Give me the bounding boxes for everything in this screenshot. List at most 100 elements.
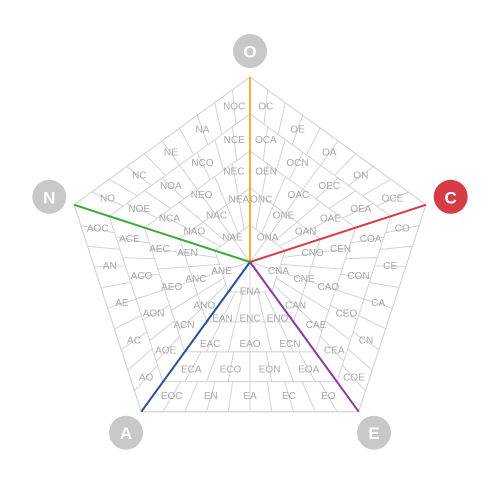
cell-label: OAN bbox=[295, 227, 317, 238]
vertex-label: A bbox=[120, 424, 132, 443]
cell-label: NOC bbox=[223, 102, 245, 113]
vertex-e-button[interactable]: E bbox=[357, 415, 391, 450]
grid-cell bbox=[341, 347, 373, 392]
cell-label: COE bbox=[343, 373, 365, 384]
cell-label: AON bbox=[143, 308, 165, 319]
vertex-circle bbox=[357, 415, 391, 450]
cell-label: OEN bbox=[255, 167, 277, 178]
cell-label: AO bbox=[139, 373, 154, 384]
cell-label: COA bbox=[360, 234, 382, 245]
cell-label: ANO bbox=[194, 300, 216, 311]
cell-label: AN bbox=[103, 261, 117, 272]
cell-label: ECA bbox=[181, 364, 202, 375]
cell-label: AOE bbox=[155, 346, 176, 357]
cell-label: ON bbox=[353, 171, 368, 182]
cell-label: CAE bbox=[306, 320, 327, 331]
cell-label: EA bbox=[243, 391, 257, 402]
cell-label: OCA bbox=[255, 135, 277, 146]
cell-label: CNE bbox=[294, 274, 315, 285]
cell-label: AE bbox=[115, 298, 129, 309]
axis-e bbox=[249, 261, 360, 413]
vertex-a-button[interactable]: A bbox=[109, 415, 143, 450]
cell-label: ANE bbox=[211, 266, 232, 277]
cell-label: NOA bbox=[160, 181, 182, 192]
vertex-circle bbox=[433, 179, 468, 214]
cell-label: NCO bbox=[191, 158, 213, 169]
axis-c bbox=[249, 203, 427, 263]
cell-label: OC bbox=[258, 102, 273, 113]
cell-label: NEC bbox=[223, 167, 244, 178]
cell-label: EN bbox=[204, 391, 218, 402]
cell-label: CEA bbox=[324, 346, 345, 357]
cell-label: CEN bbox=[330, 244, 351, 255]
vertex-label: O bbox=[243, 43, 256, 62]
cell-label: ENO bbox=[267, 313, 289, 324]
cell-label: EAO bbox=[239, 339, 260, 350]
cell-label: NCE bbox=[224, 135, 245, 146]
grid-cell bbox=[262, 126, 286, 171]
cell-label: CNA bbox=[268, 266, 289, 277]
axes bbox=[73, 77, 427, 413]
vertex-c-button[interactable]: C bbox=[433, 179, 468, 214]
cell-label: NE bbox=[164, 148, 178, 159]
cell-label: OCN bbox=[286, 158, 308, 169]
vertex-circle bbox=[109, 415, 143, 450]
cell-label: ECN bbox=[279, 339, 300, 350]
cell-label: AEO bbox=[161, 282, 182, 293]
vertex-circle bbox=[32, 179, 67, 214]
cell-label: OE bbox=[290, 125, 305, 136]
cell-label: CE bbox=[383, 261, 397, 272]
cell-label: NC bbox=[132, 171, 146, 182]
cell-label: CO bbox=[395, 224, 410, 235]
cell-label: OAE bbox=[320, 213, 341, 224]
cell-label: ENC bbox=[239, 313, 260, 324]
cell-label: OEA bbox=[350, 204, 371, 215]
cell-label: EAN bbox=[212, 313, 233, 324]
cell-label: NEA bbox=[229, 194, 250, 205]
cell-label: OCE bbox=[382, 194, 404, 205]
cell-label: ACN bbox=[173, 320, 194, 331]
cell-labels: OCOEOAONOCEOCAOCNOECOEAOENOACOAEONCONEOA… bbox=[87, 102, 410, 403]
vertex-label: C bbox=[445, 188, 457, 207]
cell-label: ONA bbox=[257, 232, 279, 243]
cell-label: EO bbox=[321, 391, 336, 402]
cell-label: NCA bbox=[159, 213, 180, 224]
cell-label: AEC bbox=[149, 244, 170, 255]
cell-label: CN bbox=[359, 335, 373, 346]
cell-label: NA bbox=[196, 125, 210, 136]
cell-label: AC bbox=[127, 335, 141, 346]
cell-label: OAC bbox=[288, 190, 310, 201]
cell-label: NEO bbox=[191, 190, 213, 201]
cell-label: EC bbox=[282, 391, 296, 402]
axis-n bbox=[73, 203, 251, 263]
cell-label: ECO bbox=[220, 364, 242, 375]
cell-label: AOC bbox=[87, 224, 109, 235]
cell-label: CNO bbox=[301, 248, 323, 259]
cell-label: ACO bbox=[131, 271, 153, 282]
grid-cell bbox=[127, 347, 159, 392]
cell-label: CA bbox=[371, 298, 385, 309]
cell-label: NAO bbox=[183, 227, 205, 238]
cell-label: NO bbox=[100, 194, 115, 205]
vertex-label: N bbox=[43, 188, 55, 207]
cell-label: CON bbox=[347, 271, 369, 282]
cell-label: EAC bbox=[200, 339, 221, 350]
axis-a bbox=[140, 261, 251, 413]
cell-label: ONE bbox=[273, 211, 295, 222]
vertex-label: E bbox=[368, 424, 379, 443]
vertex-o-button[interactable]: O bbox=[233, 34, 267, 68]
cell-label: NOE bbox=[128, 204, 150, 215]
cell-label: ENA bbox=[240, 286, 261, 297]
grid-cell bbox=[214, 126, 238, 171]
cell-label: ANC bbox=[185, 274, 206, 285]
vertex-n-button[interactable]: N bbox=[32, 179, 67, 214]
cell-label: CEO bbox=[336, 308, 358, 319]
cell-label: CAN bbox=[285, 300, 306, 311]
cell-label: NAE bbox=[222, 232, 243, 243]
cell-label: OA bbox=[322, 148, 337, 159]
cell-label: CAO bbox=[317, 282, 339, 293]
cell-label: ONC bbox=[250, 194, 272, 205]
cell-label: EOA bbox=[298, 364, 319, 375]
